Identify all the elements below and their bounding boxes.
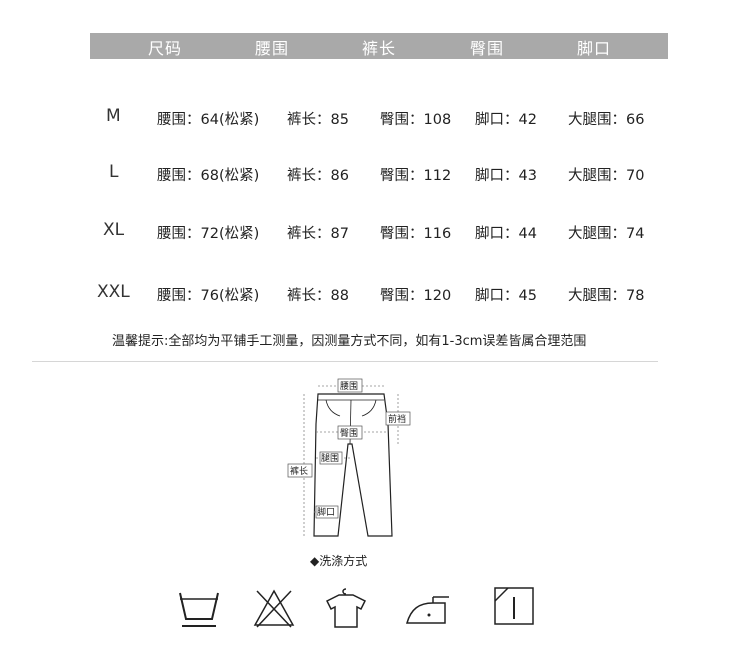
size-table-header: 尺码 腰围 裤长 臀围 脚口 xyxy=(90,33,668,59)
hip-value: 臀围：112 xyxy=(380,168,452,184)
drip-dry-icon xyxy=(494,587,534,625)
size-row: L 腰围：68(松紧) 裤长：86 臀围：112 脚口：43 大腿围：70 xyxy=(0,162,750,188)
length-value: 裤长：88 xyxy=(287,288,349,304)
waist-value: 腰围：76(松紧) xyxy=(157,288,260,304)
size-row: XL 腰围：72(松紧) 裤长：87 臀围：116 脚口：44 大腿围：74 xyxy=(0,220,750,246)
length-value: 裤长：85 xyxy=(287,112,349,128)
hand-wash-icon xyxy=(179,592,219,627)
diagram-thigh-label: 腿围 xyxy=(321,453,339,464)
diagram-hem-label: 脚口 xyxy=(317,507,335,518)
size-label: L xyxy=(109,162,119,182)
hip-value: 臀围：116 xyxy=(380,226,452,242)
hem-value: 脚口：44 xyxy=(475,226,537,242)
divider xyxy=(32,361,658,362)
wash-method-title: ◆洗涤方式 xyxy=(310,554,368,568)
diagram-waist-label: 腰围 xyxy=(340,381,358,392)
size-label: XL xyxy=(103,220,125,240)
pants-measurement-diagram: 腰围 前裆 臀围 腿围 裤长 脚口 xyxy=(287,378,411,537)
header-waist: 腰围 xyxy=(255,39,290,58)
hem-value: 脚口：43 xyxy=(475,168,537,184)
size-label: XXL xyxy=(97,282,130,302)
thigh-value: 大腿围：70 xyxy=(568,168,645,184)
measurement-tip: 温馨提示:全部均为平铺手工测量，因测量方式不同，如有1-3cm误差皆属合理范围 xyxy=(112,334,587,349)
diagram-rise-label: 前裆 xyxy=(388,413,406,425)
hang-dry-icon xyxy=(325,588,367,628)
waist-value: 腰围：72(松紧) xyxy=(157,226,260,242)
hip-value: 臀围：108 xyxy=(380,112,452,128)
header-size: 尺码 xyxy=(148,39,183,58)
iron-low-icon xyxy=(406,596,449,624)
do-not-bleach-icon xyxy=(253,589,295,628)
waist-value: 腰围：64(松紧) xyxy=(157,112,260,128)
length-value: 裤长：87 xyxy=(287,226,349,242)
header-length: 裤长 xyxy=(362,39,397,58)
thigh-value: 大腿围：74 xyxy=(568,226,645,242)
thigh-value: 大腿围：78 xyxy=(568,288,645,304)
size-label: M xyxy=(106,106,121,126)
diagram-length-label: 裤长 xyxy=(290,465,308,477)
size-row: XXL 腰围：76(松紧) 裤长：88 臀围：120 脚口：45 大腿围：78 xyxy=(0,282,750,308)
hem-value: 脚口：45 xyxy=(475,288,537,304)
size-row: M 腰围：64(松紧) 裤长：85 臀围：108 脚口：42 大腿围：66 xyxy=(0,106,750,132)
waist-value: 腰围：68(松紧) xyxy=(157,168,260,184)
header-hip: 臀围 xyxy=(470,39,505,58)
diagram-hip-label: 臀围 xyxy=(340,428,358,439)
hem-value: 脚口：42 xyxy=(475,112,537,128)
hip-value: 臀围：120 xyxy=(380,288,452,304)
length-value: 裤长：86 xyxy=(287,168,349,184)
thigh-value: 大腿围：66 xyxy=(568,112,645,128)
header-hem: 脚口 xyxy=(577,39,612,58)
